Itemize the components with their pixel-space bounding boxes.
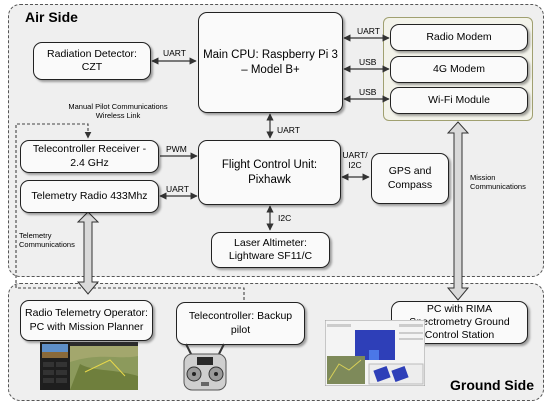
laser-altimeter-box: Laser Altimeter: Lightware SF11/C: [211, 232, 330, 268]
gps-compass-box: GPS and Compass: [371, 153, 449, 204]
label-uart-i2c-gps: UART/ I2C: [342, 150, 368, 170]
telemetry-double-arrow: [76, 211, 100, 295]
label-pwm: PWM: [166, 144, 187, 154]
radio-telemetry-operator-box: Radio Telemetry Operator: PC with Missio…: [20, 300, 153, 341]
label-usb-wifi: USB: [359, 87, 377, 97]
label-i2c-laser: I2C: [278, 213, 292, 223]
label-uart-telemetry: UART: [166, 184, 189, 194]
radiation-detector-box: Radiation Detector: CZT: [33, 42, 151, 80]
radio-modem-box: Radio Modem: [390, 24, 528, 51]
flight-control-unit-box: Flight Control Unit: Pixhawk: [198, 140, 341, 205]
telemetry-radio-box: Telemetry Radio 433Mhz: [20, 180, 159, 213]
note-mission-comms: Mission Communications: [470, 173, 526, 191]
label-uart-radio-modem: UART: [357, 26, 380, 36]
wifi-module-box: Wi-Fi Module: [390, 87, 528, 114]
note-telemetry-comms: Telemetry Communications: [19, 231, 75, 249]
telecontroller-photo: [180, 342, 230, 392]
ground-side-title: Ground Side: [450, 377, 534, 393]
main-cpu-box: Main CPU: Raspberry Pi 3 – Model B+: [198, 12, 343, 113]
air-side-title: Air Side: [25, 9, 78, 25]
telecontroller-receiver-box: Telecontroller Receiver - 2.4 GHz: [20, 140, 159, 173]
label-uart-cpu-fcu: UART: [277, 125, 300, 135]
telecontroller-backup-box: Telecontroller: Backup pilot: [176, 302, 305, 345]
rima-station-screenshot: [325, 320, 425, 386]
label-usb-4g: USB: [359, 57, 377, 67]
label-uart-radiation: UART: [163, 48, 186, 58]
4g-modem-box: 4G Modem: [390, 56, 528, 83]
manual-pilot-link: [15, 123, 245, 300]
mission-double-arrow: [446, 121, 470, 301]
mission-planner-screenshot: [40, 342, 138, 390]
note-manual-pilot: Manual Pilot Communications Wireless Lin…: [68, 102, 168, 120]
